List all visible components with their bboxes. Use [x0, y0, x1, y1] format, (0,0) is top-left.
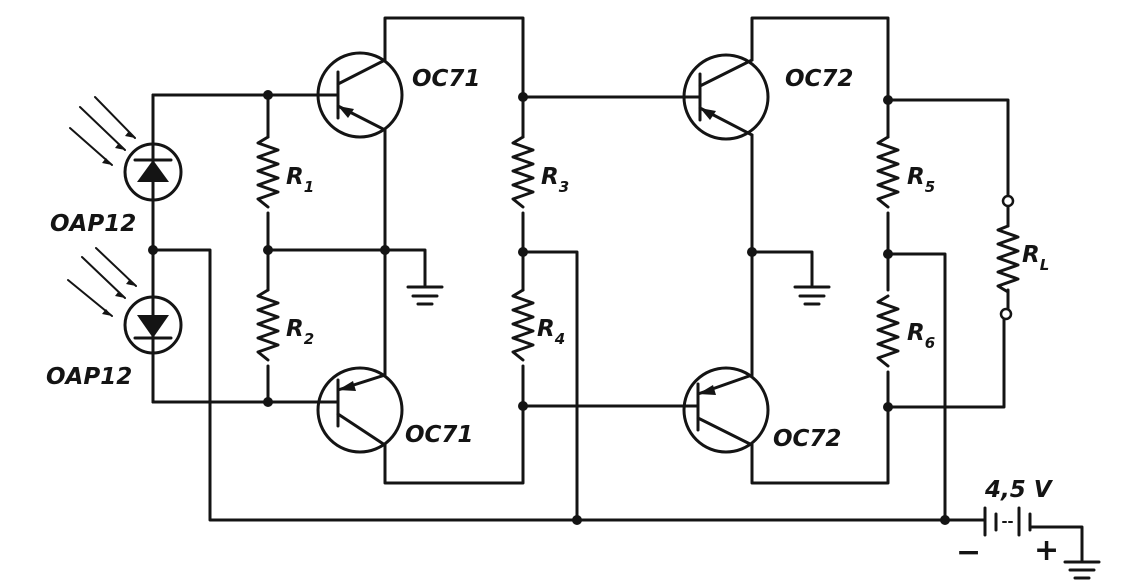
- light-rays-icon: [69, 96, 136, 166]
- label-battery-voltage: 4,5 V: [984, 477, 1054, 503]
- resistor-r5: [876, 135, 900, 209]
- photodiode-d2: [67, 247, 183, 355]
- wires: [151, 16, 1084, 562]
- resistor-rl: [996, 194, 1020, 321]
- label-q1: OC71: [412, 66, 480, 92]
- transistor-q1: [316, 51, 404, 139]
- resistor-r1: [256, 135, 280, 209]
- transistor-q3: [682, 53, 770, 141]
- resistor-r2: [256, 288, 280, 362]
- label-q3: OC72: [785, 66, 853, 92]
- transistor-q2: [316, 366, 404, 454]
- photodiode-d1: [69, 96, 183, 202]
- label-rl: RL: [1022, 242, 1049, 274]
- light-rays-icon: [67, 247, 137, 317]
- label-d2: OAP12: [46, 364, 132, 390]
- junction-dots: [148, 90, 950, 525]
- label-r2: R2: [286, 316, 314, 348]
- transistor-q4: [679, 366, 770, 454]
- ground-icon: [406, 285, 444, 306]
- label-r3: R3: [541, 164, 569, 196]
- label-d1: OAP12: [50, 211, 136, 237]
- label-r4: R4: [537, 316, 565, 348]
- label-q4: OC72: [773, 426, 841, 452]
- label-r5: R5: [907, 164, 935, 196]
- resistor-r3: [511, 135, 535, 209]
- ground-icon: [793, 285, 831, 306]
- label-r1: R1: [286, 164, 314, 196]
- battery-symbol: [983, 506, 1032, 537]
- component-labels: OC71 OC71 OC72 OC72 OAP12 OAP12 R1 R2 R3…: [46, 66, 1059, 570]
- label-r6: R6: [907, 320, 935, 352]
- label-q2: OC71: [405, 422, 473, 448]
- resistor-r6: [876, 294, 900, 368]
- label-battery-plus: +: [1034, 533, 1059, 568]
- label-battery-minus: −: [956, 535, 981, 570]
- resistor-r4: [511, 288, 535, 362]
- ground-icon: [1063, 560, 1101, 580]
